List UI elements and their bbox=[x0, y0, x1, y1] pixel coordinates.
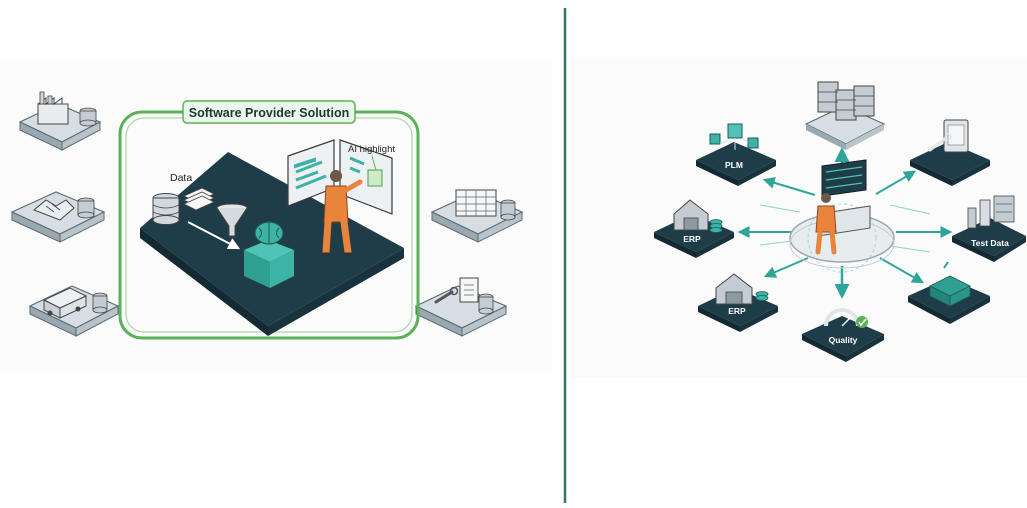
wrench-icon bbox=[928, 133, 952, 152]
funnel-icon bbox=[216, 203, 248, 237]
wrench-icon bbox=[434, 286, 459, 304]
spreadsheet-icon bbox=[455, 189, 497, 217]
server-stack-icon bbox=[817, 81, 875, 121]
hub-worker bbox=[815, 193, 837, 255]
checkmark-icon bbox=[856, 316, 868, 328]
logistics-tile bbox=[28, 285, 120, 337]
coins-icon bbox=[709, 219, 723, 233]
right-panel: PLM bbox=[654, 81, 1026, 362]
maintenance-tile bbox=[414, 277, 508, 337]
frame-label: Software Provider Solution bbox=[189, 106, 349, 120]
database-icon bbox=[79, 107, 97, 127]
erp-bottom-label: ERP bbox=[728, 306, 746, 316]
ai-highlight-label: AI highlight bbox=[348, 144, 395, 155]
spreadsheet-tile bbox=[430, 189, 524, 243]
database-icon bbox=[77, 197, 95, 219]
database-icon bbox=[92, 292, 108, 314]
warehouse-icon bbox=[715, 273, 753, 305]
test-data-label: Test Data bbox=[971, 238, 1009, 248]
right-panel-bg bbox=[570, 58, 1027, 378]
quality-label: Quality bbox=[829, 335, 858, 345]
brain-icon bbox=[254, 221, 284, 245]
truck-icon bbox=[42, 287, 88, 319]
database-icon bbox=[478, 293, 494, 315]
clipboard-icon bbox=[459, 277, 479, 303]
data-flow-arrow bbox=[187, 221, 241, 250]
lab-equipment-icon bbox=[967, 195, 1015, 229]
plm-label: PLM bbox=[725, 160, 743, 170]
coins-icon bbox=[755, 291, 769, 301]
node-storage bbox=[908, 261, 990, 324]
ai-brain-cube bbox=[244, 240, 294, 288]
partnership-tile bbox=[10, 191, 106, 243]
node-quality: Quality bbox=[802, 308, 884, 362]
tablet-icon bbox=[943, 119, 969, 153]
data-label: Data bbox=[170, 172, 192, 184]
node-erp-bottom: ERP bbox=[698, 273, 778, 332]
highlight-box bbox=[367, 169, 383, 187]
ai-highlight-pointer bbox=[371, 155, 377, 171]
node-plm: PLM bbox=[696, 123, 776, 186]
worker-figure bbox=[322, 170, 363, 256]
rack-icon bbox=[929, 261, 971, 307]
node-tools bbox=[910, 119, 990, 186]
factory-tile bbox=[18, 91, 102, 151]
warehouse-icon bbox=[673, 199, 709, 231]
plm-network-icon bbox=[709, 123, 759, 150]
documents-icon bbox=[183, 187, 215, 211]
frame-label-box bbox=[182, 100, 356, 124]
node-erp-top: ERP bbox=[654, 199, 734, 258]
erp-top-label: ERP bbox=[683, 234, 701, 244]
node-test-data: Test Data bbox=[952, 195, 1026, 262]
handshake-icon bbox=[33, 199, 75, 221]
right-monitor bbox=[339, 139, 393, 215]
left-monitor bbox=[287, 139, 335, 207]
factory-icon bbox=[37, 91, 69, 125]
left-panel: Software Provider Solution Data bbox=[10, 91, 524, 340]
database-icon bbox=[500, 199, 516, 221]
data-database-icon bbox=[152, 193, 180, 225]
node-servers bbox=[804, 81, 886, 150]
